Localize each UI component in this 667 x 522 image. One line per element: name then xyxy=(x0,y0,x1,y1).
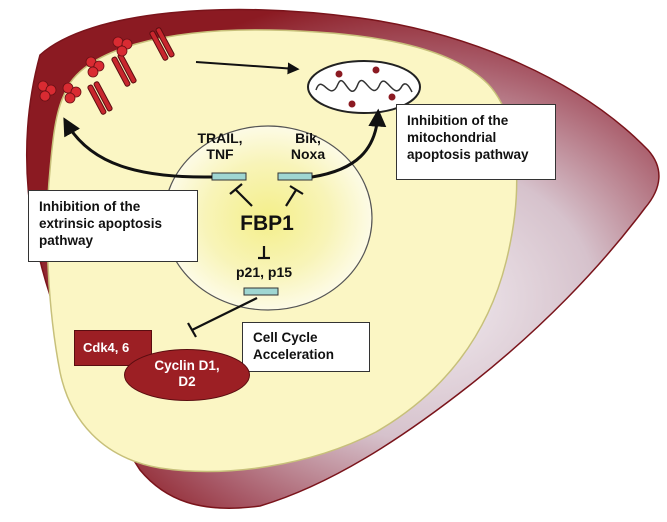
label-p21-p15: p21, p15 xyxy=(235,264,293,280)
mitochondrion xyxy=(307,60,421,114)
extrinsic-line-3: pathway xyxy=(39,232,94,248)
arrow-to-mitochondrion xyxy=(195,61,300,75)
bik-text: Bik, xyxy=(295,130,321,146)
label-bik-noxa: Bik, Noxa xyxy=(278,130,338,162)
receptor-cluster xyxy=(87,27,175,115)
cdk-text: Cdk4, 6 xyxy=(83,340,130,355)
box-extrinsic: Inhibition of the extrinsic apoptosis pa… xyxy=(28,190,198,262)
label-trail-tnf: TRAIL, TNF xyxy=(184,130,256,162)
mito-line-2: mitochondrial xyxy=(407,129,497,145)
arrow-mitochondrial xyxy=(311,108,387,179)
label-fbp1: FBP1 xyxy=(240,212,294,235)
ligand-cluster xyxy=(37,36,133,104)
box-cell-cycle: Cell Cycle Acceleration xyxy=(242,322,370,372)
gene-bar-bik xyxy=(277,172,313,181)
cyclin-line-1: Cyclin D1, xyxy=(154,358,220,373)
cyclin-ellipse: Cyclin D1, D2 xyxy=(124,349,250,401)
trail-text: TRAIL, xyxy=(197,130,243,146)
cyclin-line-2: D2 xyxy=(178,373,196,389)
cellcycle-line-2: Acceleration xyxy=(253,346,335,362)
tnf-text: TNF xyxy=(206,146,234,163)
gene-bar-trail xyxy=(211,172,247,181)
extrinsic-line-1: Inhibition of the xyxy=(39,199,141,214)
cellcycle-line-1: Cell Cycle xyxy=(253,330,318,345)
mito-line-3: apoptosis pathway xyxy=(407,146,529,162)
noxa-text: Noxa xyxy=(290,146,326,163)
mito-line-1: Inhibition of the xyxy=(407,113,509,128)
inhibitor-lines xyxy=(187,183,304,338)
arrow-extrinsic xyxy=(63,117,213,179)
box-mitochondrial: Inhibition of the mitochondrial apoptosi… xyxy=(396,104,556,180)
gene-bar-p21 xyxy=(243,287,279,296)
extrinsic-line-2: extrinsic apoptosis xyxy=(39,215,163,231)
